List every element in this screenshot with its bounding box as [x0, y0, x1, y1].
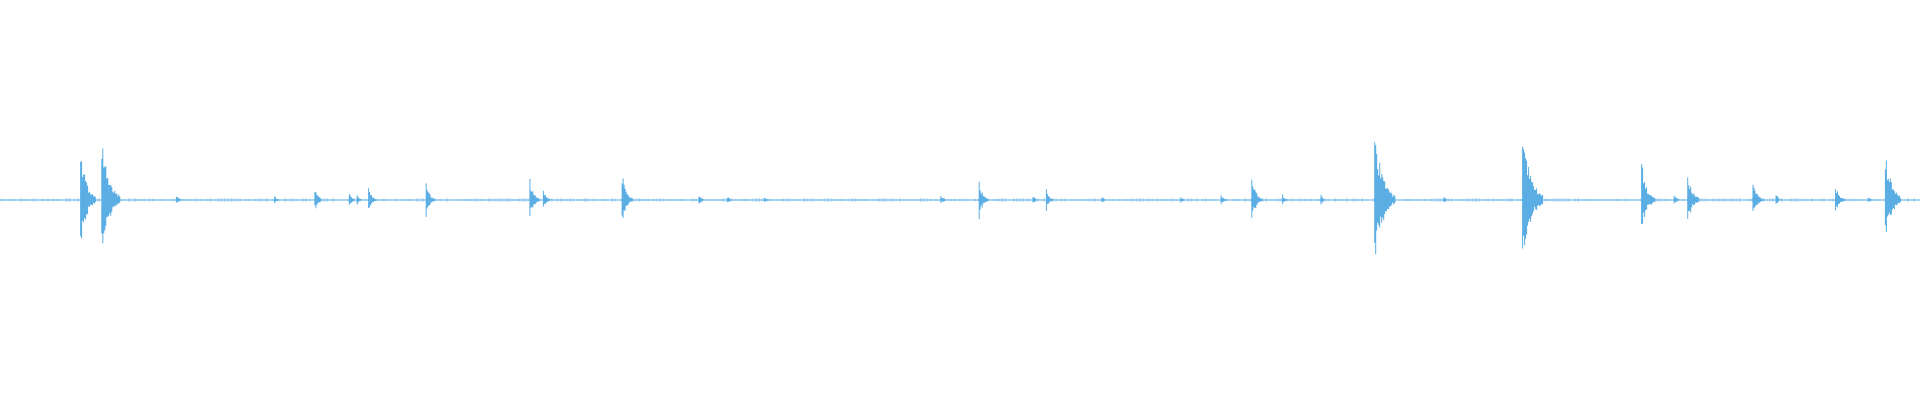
waveform-peak [1101, 197, 1109, 203]
waveform-peak [1374, 142, 1396, 255]
waveform-peak [1220, 195, 1229, 204]
waveform-peak [105, 189, 116, 210]
waveform-peak [1180, 197, 1188, 203]
waveform-peak [727, 197, 735, 203]
waveform-peak [348, 194, 357, 205]
waveform-peak [978, 181, 989, 220]
waveform-peak [529, 178, 540, 217]
waveform-peak [274, 196, 282, 204]
waveform-peak [1443, 197, 1451, 202]
waveform-peak [763, 197, 771, 202]
waveform-peak [1884, 160, 1901, 233]
waveform-peak [176, 196, 184, 203]
waveform-peak [1775, 195, 1784, 204]
waveform-peaks [0, 142, 1918, 255]
waveform-peak [1522, 146, 1544, 249]
waveform-peak [1673, 195, 1682, 204]
waveform-peak [1032, 197, 1040, 203]
waveform-peak [356, 195, 364, 205]
waveform-peak [1752, 184, 1764, 211]
waveform-peak [84, 180, 94, 215]
waveform-peak [314, 191, 324, 209]
waveform-peak [1687, 177, 1700, 219]
waveform-peak [1320, 194, 1328, 205]
waveform-peak [425, 183, 436, 217]
waveform-peak [101, 148, 121, 244]
waveform-peak [542, 190, 552, 207]
waveform-peak [1282, 194, 1290, 204]
waveform-peak [1251, 179, 1263, 218]
waveform-peak [368, 188, 378, 208]
waveform-peak [1835, 189, 1845, 211]
waveform-peak [698, 196, 706, 204]
waveform-peak [940, 196, 949, 203]
waveform-peak [1867, 197, 1875, 202]
waveform-peak [1045, 189, 1054, 211]
waveform-peak [1641, 164, 1656, 225]
waveform-peak [621, 178, 633, 218]
